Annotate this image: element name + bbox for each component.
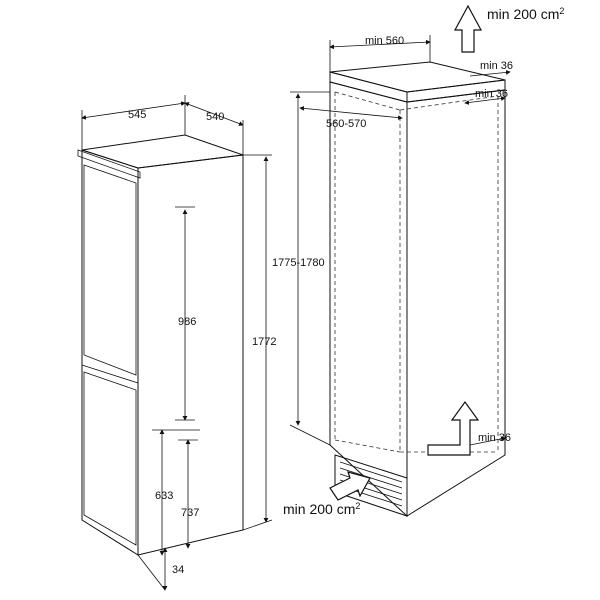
vent-bottom-sup: 2 [355,501,360,511]
dim-min-560: min 560 [329,35,431,72]
dim-34: 34 [137,547,184,591]
dim-label-560-570: 560-570 [326,118,366,130]
dim-633: 633 [152,429,200,556]
niche-drawing [329,61,506,518]
dim-986: 986 [175,206,196,421]
dim-label-min-560: min 560 [365,35,404,47]
dim-rear-gap: min 36 [464,88,508,105]
dim-1775-1780: 1775-1780 [272,91,331,446]
dim-560-570: 560-570 [299,106,403,130]
dim-label-1772: 1772 [252,336,276,348]
dim-top-gap: min 36 [469,60,513,77]
dim-label-633: 633 [155,490,173,502]
vent-top-value: min 200 cm [487,6,559,22]
vent-top-label: min 200 cm2 [487,6,564,22]
dim-545: 545 [81,95,186,150]
dim-1772: 1772 [242,154,276,531]
dim-label-737: 737 [181,507,199,519]
dim-label-986: 986 [178,316,196,328]
dim-540: 540 [184,102,244,155]
dim-label-bottom-gap: min 36 [478,432,511,444]
svg-text:min 200 cm2: min 200 cm2 [487,6,564,22]
dim-label-rear-gap: min 36 [475,88,508,100]
vent-top-sup: 2 [559,6,564,16]
vent-bottom-arrow-icon [329,471,371,501]
dim-label-1775-1780: 1775-1780 [272,257,325,269]
dim-label-540: 540 [206,111,224,123]
dim-737: 737 [178,439,199,549]
svg-text:min 200 cm2: min 200 cm2 [283,501,360,517]
dim-label-545: 545 [128,109,146,121]
dim-label-top-gap: min 36 [480,60,513,72]
dim-bottom-gap: min 36 [469,432,511,446]
interior-airflow-arrow-icon [427,400,480,456]
vent-bottom-label: min 200 cm2 [283,501,360,517]
vent-top-arrow-icon [453,4,483,53]
dim-label-34: 34 [172,564,184,576]
vent-bottom-value: min 200 cm [283,501,355,517]
